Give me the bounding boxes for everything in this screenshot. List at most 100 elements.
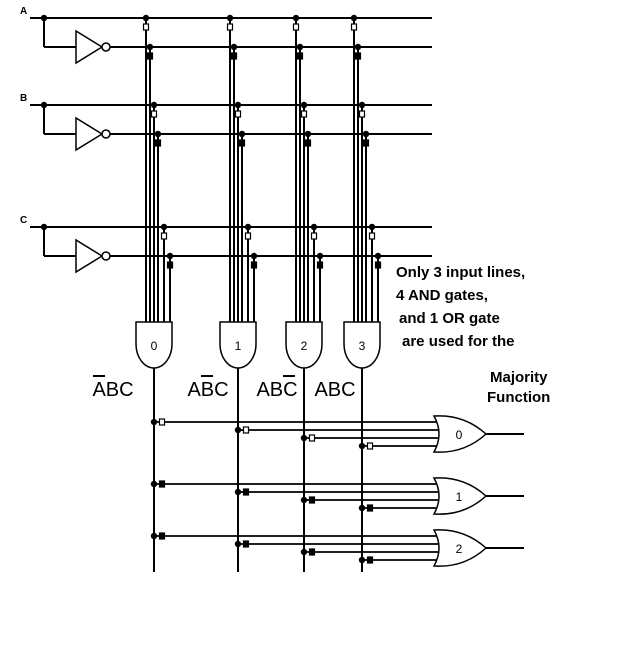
input-junction-B	[40, 101, 48, 109]
inverter-C	[75, 238, 104, 274]
tap-dot	[304, 130, 312, 138]
or-fuse-marker	[366, 442, 374, 450]
fuse-marker	[358, 110, 366, 118]
or-tap-dot	[150, 532, 158, 540]
or-fuse-marker	[158, 418, 166, 426]
fuse-marker	[230, 52, 238, 60]
input-label-C: C	[20, 215, 27, 226]
or-fuse-marker	[308, 548, 316, 556]
tap-dot	[292, 14, 300, 22]
tap-dot	[150, 101, 158, 109]
or-gate-1	[432, 477, 488, 515]
input-junction-A	[40, 14, 48, 22]
tap-dot	[362, 130, 370, 138]
fuse-marker	[316, 261, 324, 269]
product-term-label-1: ABC	[187, 379, 228, 401]
fuse-marker	[166, 261, 174, 269]
or-tap-dot	[358, 442, 366, 450]
product-term-label-2: ABC	[256, 379, 297, 401]
tap-dot	[230, 43, 238, 51]
fuse-marker	[374, 261, 382, 269]
or-tap-dot	[358, 504, 366, 512]
or-fuse-marker	[242, 426, 250, 434]
tap-dot	[226, 14, 234, 22]
or-gate-label-0: 0	[456, 428, 463, 442]
and-gate-2	[285, 321, 323, 369]
note-line-5: Majority	[490, 369, 548, 386]
and-gate-label-1: 1	[235, 339, 242, 353]
tap-dot	[166, 252, 174, 260]
and-gate-0	[135, 321, 173, 369]
and-gate-3	[343, 321, 381, 369]
or-tap-dot	[358, 556, 366, 564]
fuse-marker	[292, 23, 300, 31]
tap-dot	[350, 14, 358, 22]
or-gate-2	[432, 529, 488, 567]
or-fuse-marker	[308, 496, 316, 504]
inverter-B	[75, 116, 104, 152]
or-tap-dot	[150, 480, 158, 488]
tap-dot	[316, 252, 324, 260]
fuse-marker	[354, 52, 362, 60]
and-gate-1	[219, 321, 257, 369]
tap-dot	[238, 130, 246, 138]
or-tap-dot	[234, 540, 242, 548]
fuse-marker	[296, 52, 304, 60]
fuse-marker	[160, 232, 168, 240]
or-tap-dot	[300, 496, 308, 504]
fuse-marker	[226, 23, 234, 31]
or-tap-dot	[234, 426, 242, 434]
and-gate-label-2: 2	[301, 339, 308, 353]
or-gate-label-2: 2	[456, 542, 463, 556]
fuse-marker	[142, 23, 150, 31]
input-junction-C	[40, 223, 48, 231]
tap-dot	[154, 130, 162, 138]
or-tap-dot	[300, 434, 308, 442]
or-fuse-marker	[242, 488, 250, 496]
or-fuse-marker	[308, 434, 316, 442]
product-term-label-3: ABC	[314, 379, 355, 401]
tap-dot	[374, 252, 382, 260]
note-line-4: are used for the	[402, 333, 515, 350]
inverter-A	[75, 29, 104, 65]
inverter-bubble-A	[101, 42, 111, 52]
fuse-marker	[300, 110, 308, 118]
or-fuse-marker	[366, 504, 374, 512]
tap-dot	[146, 43, 154, 51]
note-line-6: Function	[487, 389, 551, 406]
or-fuse-marker	[158, 532, 166, 540]
or-fuse-marker	[158, 480, 166, 488]
note-line-1: Only 3 input lines,	[396, 264, 526, 281]
fuse-marker	[244, 232, 252, 240]
note-line-3: and 1 OR gate	[399, 310, 500, 327]
fuse-marker	[154, 139, 162, 147]
fuse-marker	[250, 261, 258, 269]
tap-dot	[244, 223, 252, 231]
fuse-marker	[368, 232, 376, 240]
inverter-bubble-B	[101, 129, 111, 139]
inverter-bubble-C	[101, 251, 111, 261]
or-fuse-marker	[242, 540, 250, 548]
fuse-marker	[304, 139, 312, 147]
and-gate-label-3: 3	[359, 339, 366, 353]
fuse-marker	[350, 23, 358, 31]
or-fuse-marker	[366, 556, 374, 564]
tap-dot	[310, 223, 318, 231]
input-label-B: B	[20, 93, 27, 104]
or-gate-0	[432, 415, 488, 453]
tap-dot	[250, 252, 258, 260]
or-gate-label-1: 1	[456, 490, 463, 504]
tap-dot	[368, 223, 376, 231]
tap-dot	[234, 101, 242, 109]
or-tap-dot	[150, 418, 158, 426]
and-gate-label-0: 0	[151, 339, 158, 353]
fuse-marker	[310, 232, 318, 240]
or-tap-dot	[234, 488, 242, 496]
tap-dot	[300, 101, 308, 109]
tap-dot	[354, 43, 362, 51]
tap-dot	[358, 101, 366, 109]
fuse-marker	[238, 139, 246, 147]
fuse-marker	[362, 139, 370, 147]
or-tap-dot	[300, 548, 308, 556]
